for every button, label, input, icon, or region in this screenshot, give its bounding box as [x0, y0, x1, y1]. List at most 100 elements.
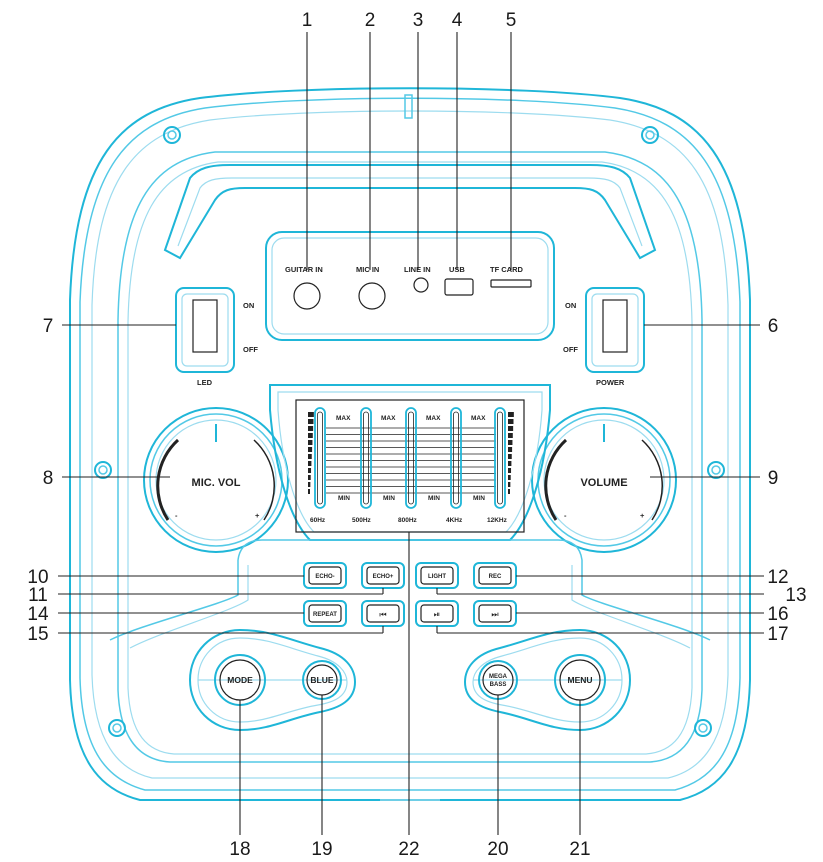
volume-plus: + — [640, 511, 645, 520]
eq-meter-bar — [308, 468, 312, 473]
light-label: LIGHT — [428, 574, 446, 580]
eq-meter-bar — [308, 412, 314, 417]
echo-plus-button[interactable]: ECHO+ — [361, 562, 405, 589]
eq-meter-bar — [308, 426, 314, 431]
left-button-pod — [188, 628, 357, 732]
eq-slider-groove — [453, 411, 459, 505]
blue-label: BLUE — [310, 675, 333, 685]
repeat-button[interactable]: REPEAT — [303, 600, 347, 627]
power-switch: ON OFF POWER — [563, 287, 645, 387]
mic-in-jack[interactable] — [358, 282, 386, 310]
callout-leader-lines — [58, 32, 764, 835]
mic-vol-plus: + — [255, 511, 260, 520]
power-switch-toggle[interactable] — [602, 299, 628, 353]
input-port-panel: GUITAR IN MIC IN LINE IN USB TF CARD — [265, 231, 555, 341]
eq-band-12khz: 12KHz — [487, 517, 508, 524]
eq-meter-bar — [508, 426, 514, 431]
eq-slider-4khz[interactable] — [450, 407, 462, 509]
play-pause-button[interactable]: ⏯ — [415, 600, 459, 627]
eq-max-1: MAX — [336, 415, 351, 422]
callout-4: 4 — [452, 10, 463, 31]
eq-slider-60hz[interactable] — [314, 407, 326, 509]
eq-band-4khz: 4KHz — [446, 517, 463, 524]
rec-button[interactable]: REC — [473, 562, 517, 589]
led-off-label: OFF — [243, 345, 258, 354]
eq-level-meter-right — [508, 412, 514, 494]
callout-8: 8 — [43, 468, 54, 489]
callout-3: 3 — [413, 10, 424, 31]
eq-meter-bar — [508, 412, 514, 417]
volume-minus: - — [564, 511, 567, 520]
eq-slider-track — [494, 407, 506, 509]
eq-meter-bar — [308, 482, 311, 487]
mega-label: MEGA — [489, 674, 508, 680]
eq-meter-bar — [508, 433, 513, 438]
mic-vol-minus: - — [175, 511, 178, 520]
callout-21: 20 — [487, 839, 508, 860]
echo-minus-button[interactable]: ECHO- — [303, 562, 347, 589]
echo-plus-label: ECHO+ — [373, 574, 394, 580]
callout-18: 18 — [229, 839, 250, 860]
eq-meter-bar — [308, 440, 313, 445]
callout-16: 16 — [767, 604, 788, 625]
eq-level-meter-left — [308, 412, 314, 494]
eq-meter-bar — [308, 489, 310, 494]
callout-19: 19 — [311, 839, 332, 860]
previous-button[interactable]: ⏮ — [361, 600, 405, 627]
tf-card-slot[interactable] — [490, 279, 532, 288]
rec-label: REC — [489, 574, 502, 580]
eq-slider-500hz[interactable] — [360, 407, 372, 509]
eq-slider-track — [450, 407, 462, 509]
eq-meter-bar — [308, 475, 311, 480]
button-area-frame — [109, 539, 711, 649]
menu-label: MENU — [567, 675, 592, 685]
light-button[interactable]: LIGHT — [415, 562, 459, 589]
eq-slider-track — [360, 407, 372, 509]
led-on-label: ON — [243, 301, 254, 310]
callout-13: 13 — [785, 585, 806, 606]
usb-port[interactable] — [444, 278, 474, 296]
eq-gridlines — [326, 427, 496, 494]
power-on-label: ON — [565, 301, 576, 310]
eq-band-500hz: 500Hz — [352, 517, 372, 524]
volume-knob[interactable]: VOLUME - + — [531, 407, 677, 553]
speaker-housing — [69, 87, 751, 801]
eq-slider-groove — [317, 411, 323, 505]
repeat-label: REPEAT — [313, 612, 337, 618]
eq-min-3: MIN — [428, 495, 440, 502]
eq-meter-bar — [508, 447, 513, 452]
line-in-jack[interactable] — [413, 277, 429, 293]
callout-20: 22 — [398, 839, 419, 860]
eq-slider-track — [314, 407, 326, 509]
callout-1: 1 — [302, 10, 313, 31]
eq-min-4: MIN — [473, 495, 485, 502]
callout-2: 2 — [365, 10, 376, 31]
eq-meter-bar — [308, 454, 312, 459]
eq-min-2: MIN — [383, 495, 395, 502]
mic-vol-knob[interactable]: MIC. VOL - + — [143, 407, 289, 553]
led-switch-toggle[interactable] — [192, 299, 218, 353]
eq-meter-bar — [508, 454, 512, 459]
equalizer-panel: MAX MAX MAX MAX MIN MIN MIN MIN 60Hz 500… — [269, 384, 551, 541]
eq-max-4: MAX — [471, 415, 486, 422]
next-button[interactable]: ⏭ — [473, 600, 517, 627]
guitar-in-jack[interactable] — [293, 282, 321, 310]
eq-meter-bar — [508, 461, 512, 466]
volume-label: VOLUME — [580, 477, 627, 489]
eq-meter-bar — [508, 440, 513, 445]
eq-slider-800hz[interactable] — [405, 407, 417, 509]
callout-15: 15 — [27, 624, 48, 645]
eq-band-800hz: 800Hz — [398, 517, 418, 524]
guitar-in-label: GUITAR IN — [285, 265, 323, 274]
callout-22: 21 — [569, 839, 590, 860]
callout-12: 12 — [767, 567, 788, 588]
eq-min-1: MIN — [338, 495, 350, 502]
callout-6: 6 — [768, 316, 779, 337]
eq-max-3: MAX — [426, 415, 441, 422]
echo-minus-label: ECHO- — [315, 574, 334, 580]
eq-meter-bar — [508, 482, 511, 487]
callout-7: 7 — [43, 316, 54, 337]
eq-meter-bar — [308, 447, 313, 452]
eq-slider-12khz[interactable] — [494, 407, 506, 509]
